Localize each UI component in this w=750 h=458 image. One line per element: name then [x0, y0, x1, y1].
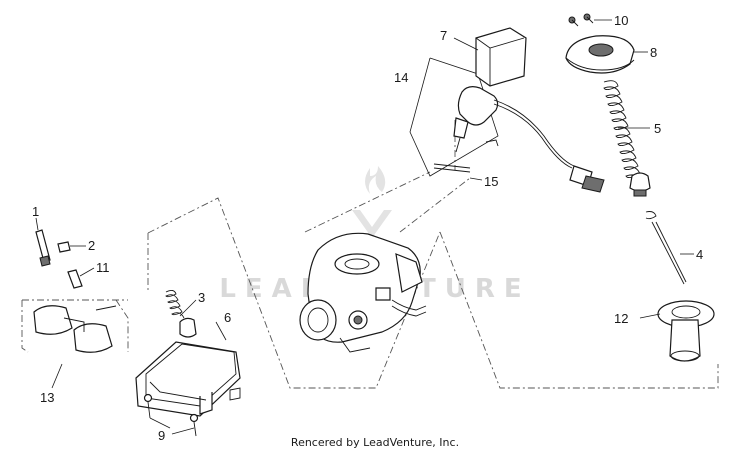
callout-2: 2: [88, 238, 95, 253]
callout-4: 4: [696, 247, 703, 262]
carburetor-body: [299, 232, 427, 353]
callout-11: 11: [96, 260, 110, 275]
part-8-top-cover: [565, 35, 635, 74]
callout-9: 9: [158, 428, 165, 443]
part-4-needle: [629, 172, 687, 285]
callout-1: 1: [32, 204, 39, 219]
part-5-spring: [603, 80, 643, 183]
part-6-float-bowl: [135, 317, 241, 417]
callout-14: 14: [394, 70, 408, 85]
part-10-screws: [568, 13, 594, 27]
callout-6: 6: [224, 310, 231, 325]
part-7-cap: [475, 27, 527, 87]
render-credit: Rencered by LeadVenture, Inc.: [290, 436, 460, 449]
part-2-plug: [57, 241, 71, 253]
callout-8: 8: [650, 45, 657, 60]
callout-10: 10: [614, 13, 628, 28]
callout-13: 13: [40, 390, 54, 405]
part-14-choke-unit: [453, 86, 605, 193]
part-15-pin: [433, 163, 471, 173]
part-9-screws: [143, 393, 199, 437]
part-13-float: [33, 305, 117, 353]
callouts: 1 2 11 3 6 9 13 7 14 15 10 8 5 4 12: [32, 13, 703, 443]
callout-5: 5: [654, 121, 661, 136]
callout-7: 7: [440, 28, 447, 43]
part-1-screw: [35, 229, 51, 267]
callout-15: 15: [484, 174, 498, 189]
part-12-diaphragm-slide: [657, 300, 715, 362]
leader-lines: [35, 19, 694, 435]
callout-12: 12: [614, 311, 628, 326]
callout-3: 3: [198, 290, 205, 305]
part-3-spring: [165, 289, 185, 319]
bracket-14: [409, 57, 499, 177]
part-11-jet: [67, 269, 83, 289]
